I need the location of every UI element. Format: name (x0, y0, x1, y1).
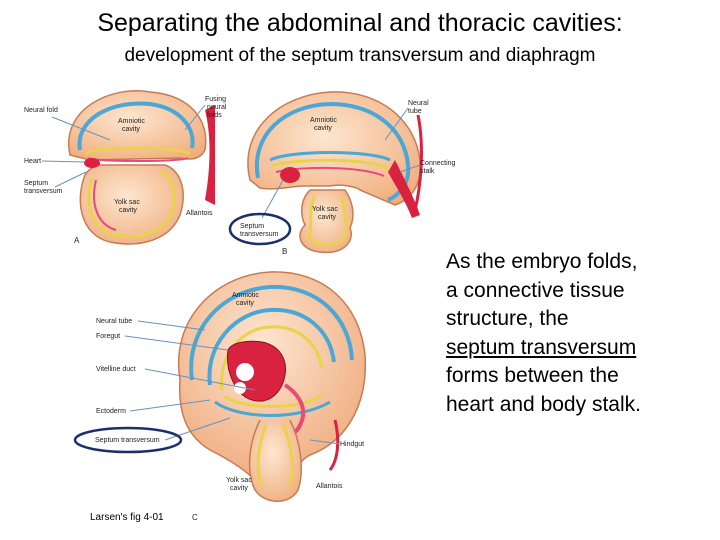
caption-term-septum-transversum: septum transversum (446, 335, 637, 359)
label-neural-fold: Neural fold (24, 107, 58, 114)
label-a-septum-2: transversum (24, 188, 63, 195)
label-b-connecting-2: stalk (420, 168, 435, 175)
label-a-amniotic-1: Amniotic (118, 118, 145, 125)
caption-line: structure, the (446, 307, 569, 330)
label-a-allantois: Allantois (186, 210, 213, 217)
label-b-amniotic-1: Amniotic (310, 117, 337, 124)
figure-credit: Larsen's fig 4-01 (90, 512, 164, 523)
label-a-amniotic-2: cavity (122, 126, 140, 133)
figure-c: Amniotic cavity Neural tube Foregut Vite… (73, 271, 367, 522)
label-fusing-2: neural (207, 104, 227, 111)
label-a-yolk-1: Yolk sac (114, 199, 140, 206)
label-heart: Heart (24, 158, 41, 165)
label-b-yolk-2: cavity (318, 214, 336, 221)
panel-label-b: B (282, 247, 287, 256)
label-c-vitelline: Vitelline duct (96, 366, 136, 373)
label-b-amniotic-2: cavity (314, 125, 332, 132)
label-b-neural-2: tube (408, 108, 422, 115)
caption-line: forms between the (446, 364, 619, 387)
highlight-ring-septum-c (73, 426, 183, 454)
label-c-yolk-2: cavity (230, 485, 248, 492)
label-c-septum: Septum transversum (95, 437, 160, 444)
caption-line: heart and body stalk. (446, 392, 641, 416)
label-c-ectoderm: Ectoderm (96, 408, 126, 415)
label-b-neural-1: Neural (408, 100, 429, 107)
panel-label-c: C (192, 513, 198, 522)
highlight-ring-septum-b (228, 212, 292, 246)
figure-a: Neural fold Fusing neural folds Amniotic… (24, 90, 227, 245)
label-a-septum-1: Septum (24, 180, 48, 187)
caption: As the embryo folds, a connective tissue… (446, 248, 716, 419)
caption-line: a connective tissue (446, 278, 625, 302)
label-c-yolk-1: Yolk sac (226, 477, 252, 484)
label-c-hindgut: Hindgut (340, 441, 364, 448)
label-b-connecting-1: Connecting (420, 160, 456, 167)
label-b-yolk-1: Yolk sac (312, 206, 338, 213)
page-title: Separating the abdominal and thoracic ca… (97, 9, 623, 37)
figure-b: Neural tube Amniotic cavity Connecting s… (228, 91, 456, 256)
label-c-foregut: Foregut (96, 333, 120, 340)
label-fusing-1: Fusing (205, 96, 226, 103)
label-fusing-3: folds (207, 112, 222, 119)
label-a-yolk-2: cavity (119, 207, 137, 214)
label-b-septum-1: Septum (240, 223, 264, 230)
page-subtitle: development of the septum transversum an… (124, 45, 596, 66)
label-c-allantois: Allantois (316, 483, 343, 490)
label-b-septum-2: transversum (240, 231, 279, 238)
label-c-neural-tube: Neural tube (96, 318, 132, 325)
panel-label-a: A (74, 236, 80, 245)
label-c-amniotic-1: Amniotic (232, 292, 259, 299)
label-c-amniotic-2: cavity (236, 300, 254, 307)
caption-line: As the embryo folds, (446, 250, 638, 273)
